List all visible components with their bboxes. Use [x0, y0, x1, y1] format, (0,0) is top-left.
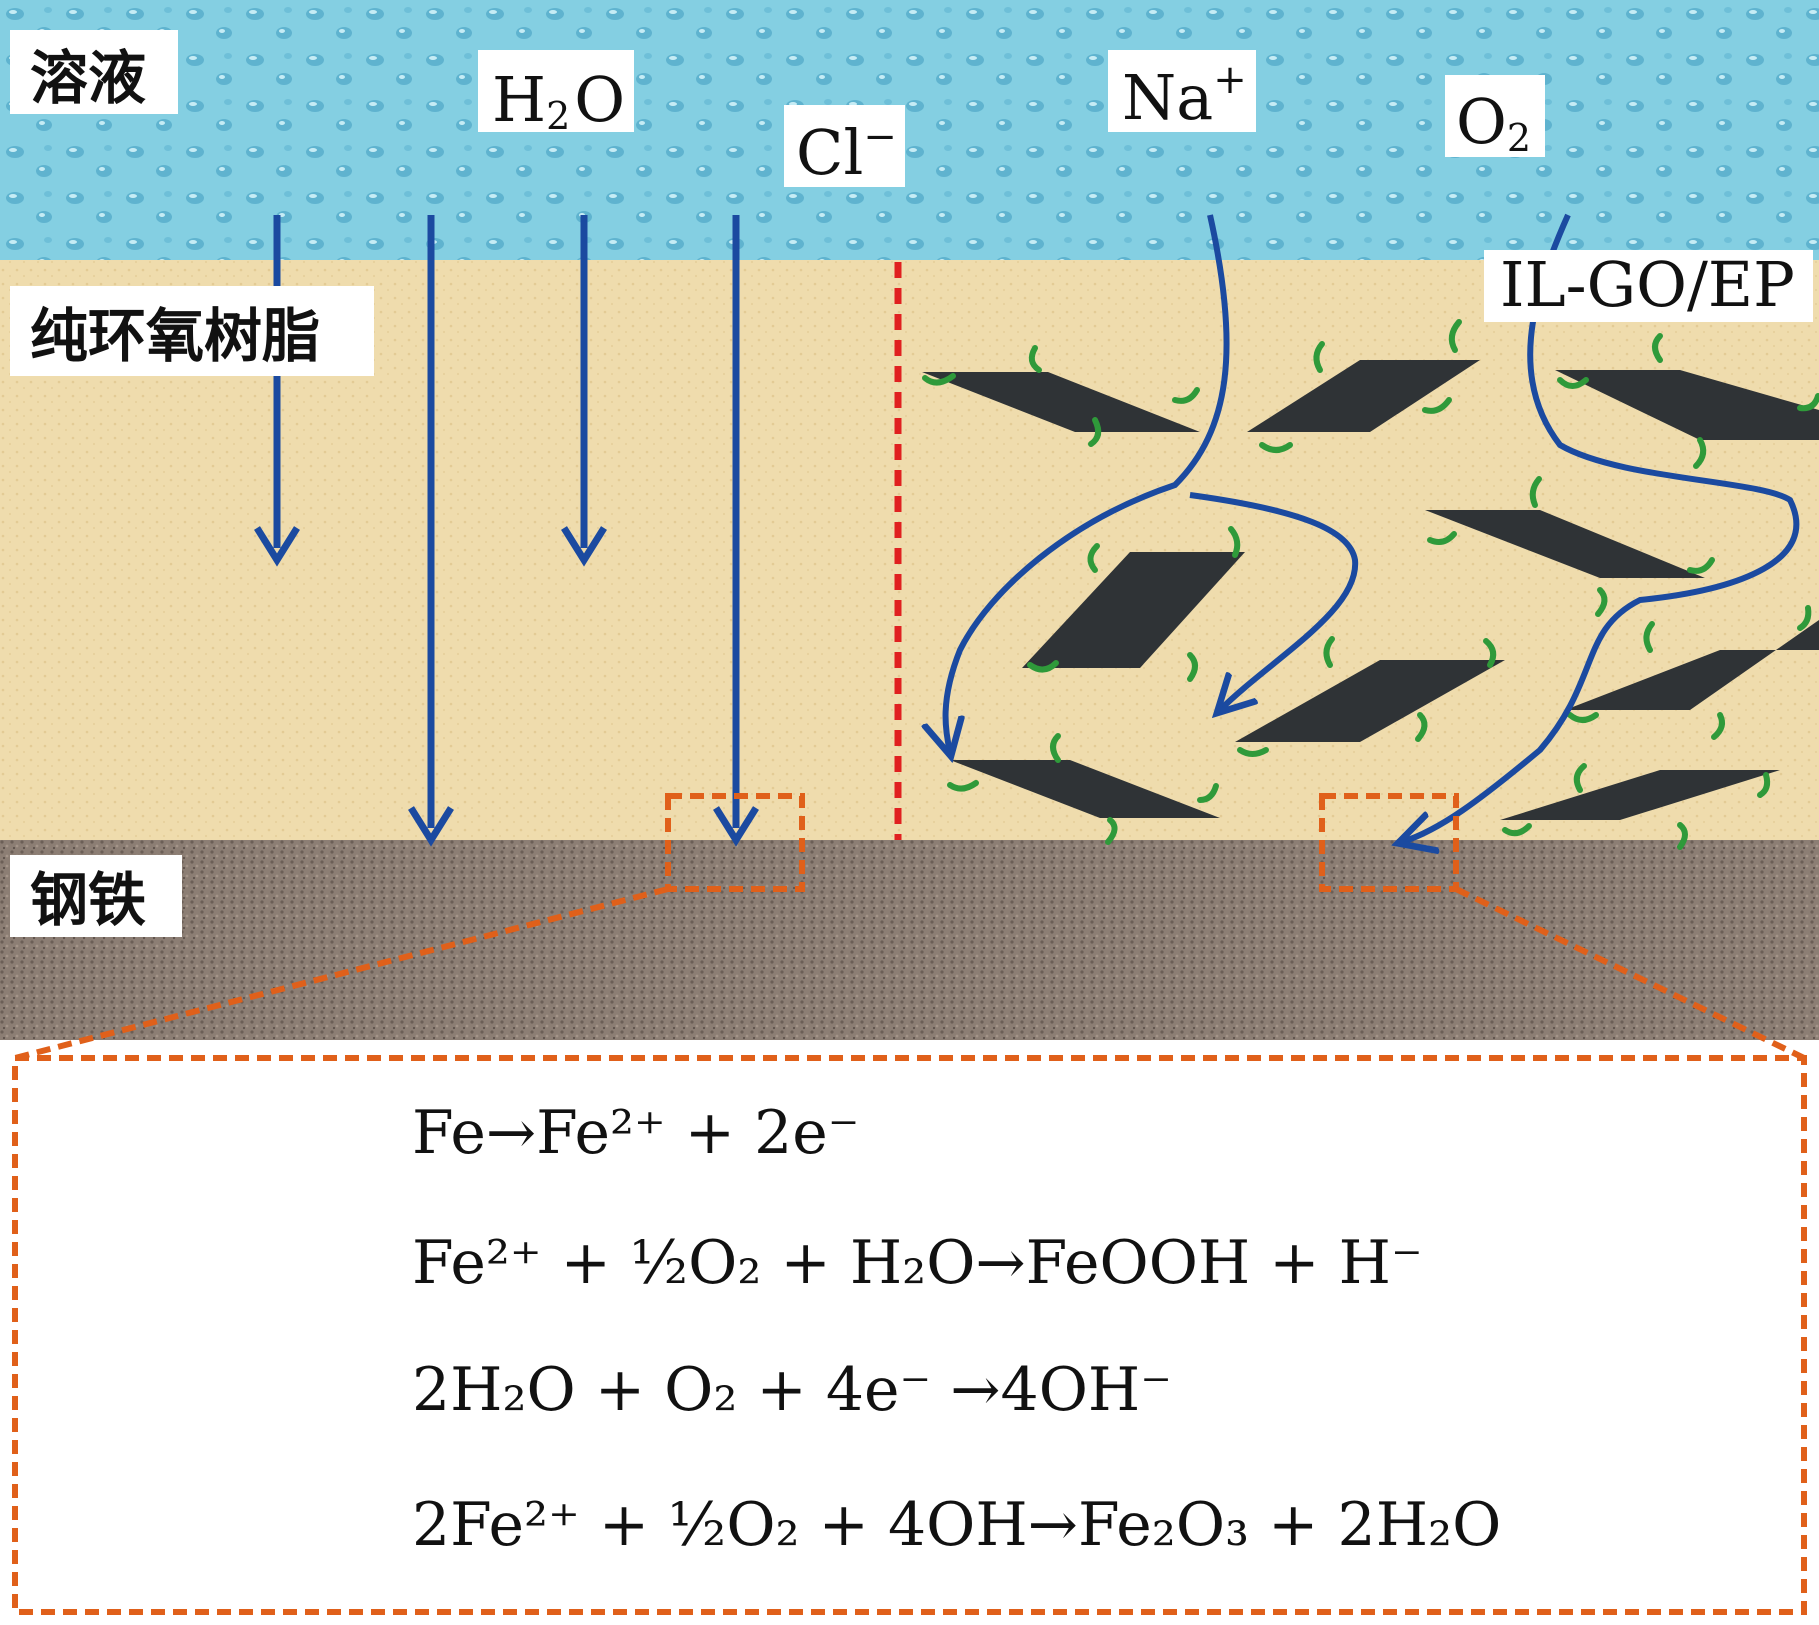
solution-layer — [0, 0, 1819, 262]
go-sheet — [1022, 552, 1245, 668]
svg-text:Cl−: Cl− — [796, 114, 897, 189]
svg-text:钢铁: 钢铁 — [30, 866, 146, 934]
steel-layer — [0, 840, 1819, 1040]
go-sheet — [1555, 370, 1819, 440]
equation-4: 2Fe²⁺ + ½O₂ + 4OH→Fe₂O₃ + 2H₂O — [412, 1490, 1502, 1560]
go-sheet — [922, 372, 1200, 432]
label-oxygen: O2 — [1445, 75, 1545, 160]
go-sheet — [1247, 360, 1480, 432]
go-sheet-tags — [922, 319, 1819, 850]
label-chloride: Cl− — [784, 105, 905, 189]
reaction-box — [12, 1055, 1807, 1615]
go-sheet — [1425, 510, 1705, 578]
svg-text:IL-GO/EP: IL-GO/EP — [1500, 248, 1795, 321]
label-composite: IL-GO/EP — [1484, 248, 1813, 322]
callout-box-left — [665, 793, 805, 892]
path-na-1 — [946, 214, 1230, 752]
label-solution: 溶液 — [10, 30, 178, 114]
equation-2: Fe²⁺ + ½O₂ + H₂O→FeOOH + H⁻ — [412, 1228, 1423, 1298]
label-pure-epoxy: 纯环氧树脂 — [10, 286, 374, 376]
label-steel: 钢铁 — [10, 855, 182, 937]
go-sheet — [1500, 770, 1780, 820]
path-na-2 — [1189, 492, 1359, 710]
svg-text:纯环氧树脂: 纯环氧树脂 — [30, 302, 320, 370]
equation-3: 2H₂O + O₂ + 4e⁻ →4OH⁻ — [412, 1355, 1172, 1425]
go-sheets — [922, 360, 1819, 820]
label-sodium: Na+ — [1108, 50, 1256, 134]
arrowhead-3 — [561, 526, 607, 567]
arrowhead-2 — [408, 806, 454, 847]
go-sheet — [1565, 620, 1819, 710]
svg-text:H2O: H2O — [492, 63, 625, 138]
go-sheet — [950, 760, 1220, 818]
tortuous-diffusion-paths — [946, 213, 1800, 842]
callout-leader-left — [14, 886, 669, 1061]
svg-text:Na+: Na+ — [1122, 57, 1247, 134]
pure-epoxy-penetration-arrows — [254, 215, 759, 847]
svg-text:溶液: 溶液 — [30, 44, 146, 112]
arrowhead-1 — [254, 526, 300, 567]
path-o2 — [1402, 213, 1800, 842]
go-sheet — [1235, 660, 1505, 742]
equation-1: Fe→Fe²⁺ + 2e⁻ — [412, 1098, 860, 1168]
svg-text:O2: O2 — [1456, 85, 1531, 160]
label-water: H2O — [478, 50, 634, 138]
callout-box-right — [1319, 793, 1459, 892]
arrowhead-4 — [713, 806, 759, 847]
